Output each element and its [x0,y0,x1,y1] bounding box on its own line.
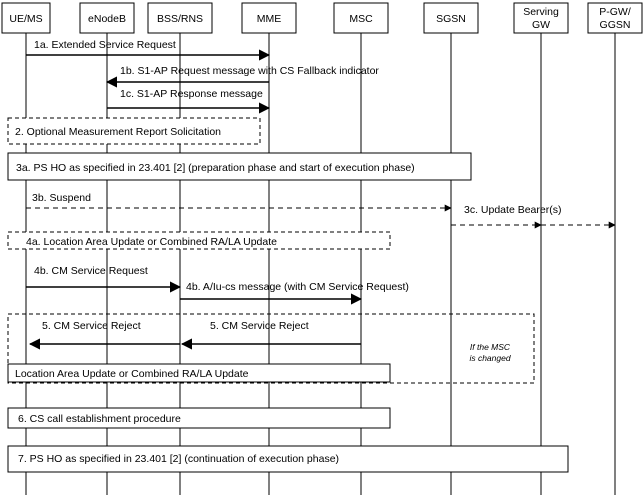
entity-pgw-label-1: P-GW/ [599,6,631,18]
step-1a-label: 1a. Extended Service Request [34,39,176,51]
lau-label: Location Area Update or Combined RA/LA U… [15,368,249,380]
entity-sgw-label-2: GW [532,19,550,31]
entity-enodeb: eNodeB [79,2,135,34]
step-5-msc-label: 5. CM Service Reject [210,320,309,332]
entity-mme: MME [241,2,297,34]
msc-change-region [7,313,535,384]
entity-sgw-label-1: Serving [523,6,559,18]
step-3b-label: 3b. Suspend [32,192,91,204]
step-4a-label: 4a. Location Area Update or Combined RA/… [26,236,277,248]
lau-box: Location Area Update or Combined RA/LA U… [7,363,391,383]
entity-pgw: P-GW/ GGSN [587,2,643,34]
entity-sgsn-label: SGSN [436,13,466,25]
msc-change-note-1: If the MSC [470,342,511,352]
step-3a-box: 3a. PS HO as specified in 23.401 [2] (pr… [7,152,472,181]
step-6-label: 6. CS call establishment procedure [18,413,181,425]
step-2-box: 2. Optional Measurement Report Solicitat… [7,117,261,145]
step-6-box: 6. CS call establishment procedure [7,407,391,429]
step-3a-label: 3a. PS HO as specified in 23.401 [2] (pr… [16,162,415,174]
entity-bss: BSS/RNS [147,2,213,34]
entity-pgw-label-2: GGSN [600,19,631,31]
step-3c-label: 3c. Update Bearer(s) [464,204,561,216]
step-5-bss-label: 5. CM Service Reject [42,320,141,332]
entity-mme-label: MME [257,13,282,25]
step-7-box: 7. PS HO as specified in 23.401 [2] (con… [7,445,569,473]
entity-sgsn: SGSN [423,2,479,34]
entity-msc-label: MSC [349,13,373,25]
entity-msc: MSC [333,2,389,34]
step-4b-bss-label: 4b. A/Iu-cs message (with CM Service Req… [186,281,409,293]
entity-sgw: Serving GW [513,2,569,34]
msc-change-note-2: is changed [469,353,510,363]
step-4b-ue-label: 4b. CM Service Request [34,265,148,277]
entity-ue: UE/MS [1,2,51,34]
step-4a-box: 4a. Location Area Update or Combined RA/… [7,231,391,250]
entity-ue-label: UE/MS [9,13,42,25]
step-2-label: 2. Optional Measurement Report Solicitat… [15,126,221,138]
entity-enodeb-label: eNodeB [88,13,126,25]
entity-bss-label: BSS/RNS [157,13,203,25]
step-1c-label: 1c. S1-AP Response message [120,88,263,100]
step-1b-label: 1b. S1-AP Request message with CS Fallba… [120,65,379,77]
step-7-label: 7. PS HO as specified in 23.401 [2] (con… [18,453,339,465]
